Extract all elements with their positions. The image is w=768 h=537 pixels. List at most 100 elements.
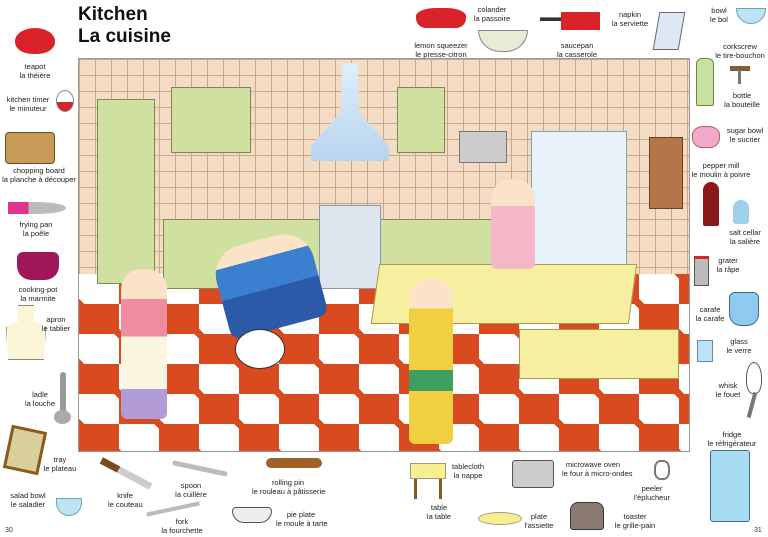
label-fr: le plateau — [43, 464, 77, 473]
napkin-icon — [652, 12, 686, 50]
ladle-bowl-icon — [54, 410, 71, 424]
label-fr: le rouleau à pâtisserie — [252, 487, 326, 496]
label-fr: la salière — [729, 237, 760, 246]
label-fr: le moulin à poivre — [691, 170, 751, 179]
carafe-icon — [729, 292, 759, 326]
frying-pan-icon — [8, 202, 66, 214]
label-fr: la casserole — [556, 50, 598, 59]
label-fr: l'assiette — [524, 521, 554, 530]
label-en: colander — [477, 5, 507, 14]
label-fr: le four à micro-ondes — [562, 469, 633, 478]
fridge-icon — [710, 450, 750, 522]
label-fr: le sucrier — [729, 135, 761, 144]
saucepan-icon — [540, 12, 600, 30]
label-en: frying pan — [19, 220, 53, 229]
corkscrew-screw-icon — [738, 70, 741, 84]
label-en: kitchen timer — [6, 95, 50, 104]
label-en: pie plate — [286, 510, 316, 519]
label-en: pepper mill — [702, 161, 740, 170]
label-en: fork — [175, 517, 189, 526]
label-fr: le grille-pain — [614, 521, 656, 530]
label-fr: le presse-citron — [415, 50, 467, 59]
title-french: La cuisine — [78, 26, 171, 47]
label-en: tray — [53, 455, 67, 464]
sugar-bowl-icon — [692, 126, 720, 148]
label-en: carafe — [699, 305, 721, 314]
ladle-icon — [60, 372, 66, 414]
table-legs-icon — [414, 479, 442, 499]
label-fr: le réfrigérateur — [707, 439, 757, 448]
label-fr: le tablier — [41, 324, 71, 333]
label-fr: la nappe — [453, 471, 483, 480]
spoon-icon — [172, 460, 228, 477]
label-en: knife — [117, 491, 133, 500]
label-fr: la table — [426, 512, 452, 521]
tall-cupboard — [97, 99, 155, 284]
spice-shelf — [649, 137, 683, 209]
label-fr: le couteau — [108, 500, 143, 509]
label-en: teapot — [24, 62, 46, 71]
label-fr: la serviette — [611, 19, 649, 28]
label-fr: la poêle — [22, 229, 50, 238]
wall-cabinets — [171, 87, 251, 153]
kitchen-timer-icon — [56, 90, 74, 112]
chopping-board-icon — [5, 132, 55, 164]
label-fr: le tire-bouchon — [715, 51, 765, 60]
stove — [319, 205, 381, 289]
label-fr: la carafe — [695, 314, 725, 323]
label-fr: l'éplucheur — [633, 493, 671, 502]
whisk-handle-icon — [746, 391, 758, 419]
woman — [491, 179, 535, 269]
label-fr: le saladier — [10, 500, 46, 509]
bowl-icon — [736, 8, 766, 24]
label-en: rolling pin — [271, 478, 305, 487]
label-fr: la bouteille — [724, 100, 760, 109]
microwave-icon — [512, 460, 554, 488]
girl-left — [121, 269, 167, 419]
toaster-icon — [570, 502, 604, 530]
label-en: whisk — [718, 381, 738, 390]
salt-cellar-icon — [733, 200, 749, 224]
label-fr: le fouet — [715, 390, 741, 399]
label-fr: le bol — [710, 15, 728, 24]
peeler-icon — [654, 460, 670, 480]
microwave-on-shelf — [459, 131, 507, 163]
label-en: bottle — [732, 91, 752, 100]
small-table — [519, 329, 679, 379]
colander-icon — [478, 30, 528, 52]
label-en: microwave oven — [565, 460, 621, 469]
pepper-mill-icon — [703, 182, 719, 226]
label-fr: la fourchette — [161, 526, 203, 535]
label-fr: la râpe — [716, 265, 740, 274]
page-number-left: 30 — [5, 527, 13, 534]
cooking-pot-icon — [17, 252, 59, 280]
label-en: plate — [530, 512, 548, 521]
label-en: napkin — [618, 10, 642, 19]
girl-center — [409, 279, 453, 444]
salad-bowl-icon — [56, 498, 82, 516]
label-en: chopping board — [13, 166, 65, 175]
table-icon — [410, 463, 446, 479]
knife-icon — [99, 457, 153, 490]
label-en: salad bowl — [10, 491, 46, 500]
tray-icon — [2, 424, 48, 476]
page-number-right: 31 — [754, 527, 762, 534]
